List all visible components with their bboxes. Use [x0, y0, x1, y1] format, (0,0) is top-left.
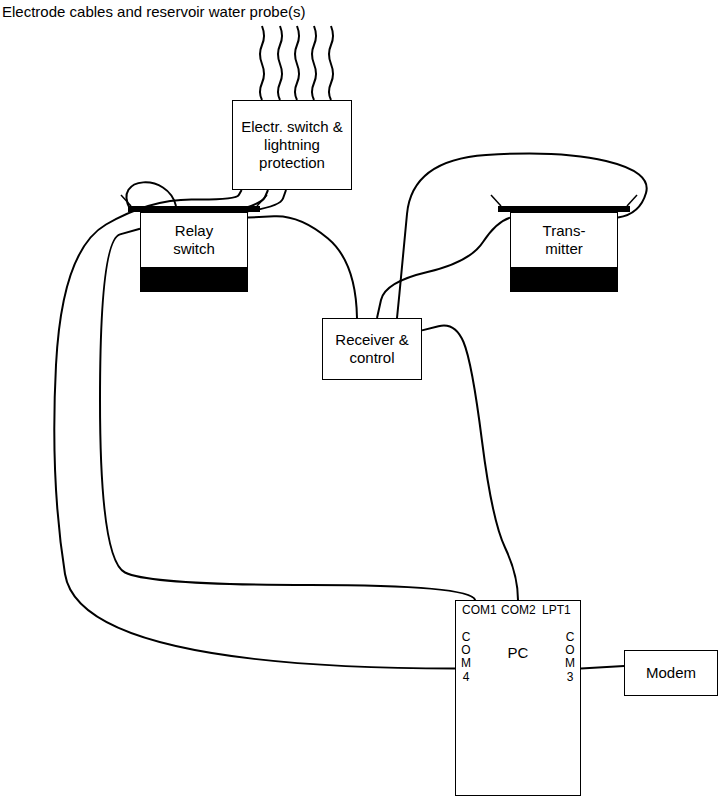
- transmitter-unit: Trans- mitter: [510, 212, 618, 268]
- cable-line: [243, 190, 286, 212]
- probe-cable: [260, 26, 264, 100]
- probe-cable: [312, 26, 316, 100]
- antenna: [121, 195, 131, 206]
- antenna: [627, 195, 637, 206]
- node-text: Modem: [646, 664, 696, 682]
- port-label: COM2: [501, 604, 536, 617]
- pc-box: COM1 COM2 LPT1 C O M 4PCC O M 3: [455, 600, 581, 796]
- port-label: LPT1: [542, 604, 571, 617]
- node-text: Receiver & control: [334, 331, 410, 367]
- cable-line: [377, 218, 510, 318]
- cable-line: [581, 666, 624, 669]
- heading-label: Electrode cables and reservoir water pro…: [2, 3, 305, 20]
- node-text: Electr. switch & lightning protection: [241, 118, 343, 172]
- modem-box: Modem: [624, 650, 718, 696]
- probe-cable: [329, 26, 333, 100]
- cable-line: [54, 190, 455, 669]
- cable-line: [422, 325, 518, 600]
- port-label: COM1: [462, 604, 497, 617]
- node-title: PC: [456, 645, 580, 662]
- unit-base: [510, 268, 618, 292]
- antenna: [491, 195, 501, 206]
- node-text: Relay switch: [164, 222, 224, 258]
- switch-box: Electr. switch & lightning protection: [232, 100, 352, 190]
- port-label: C O M 3: [564, 631, 576, 684]
- cable-line: [100, 229, 475, 600]
- unit-base: [140, 268, 248, 292]
- cable-line: [397, 153, 647, 318]
- relay-unit: Relay switch: [140, 212, 248, 268]
- receiver-box: Receiver & control: [322, 318, 422, 380]
- probe-cable: [295, 26, 299, 100]
- port-label: C O M 4: [460, 631, 472, 684]
- node-text: Trans- mitter: [534, 222, 594, 258]
- cable-line: [248, 216, 357, 318]
- probe-cable: [278, 26, 282, 100]
